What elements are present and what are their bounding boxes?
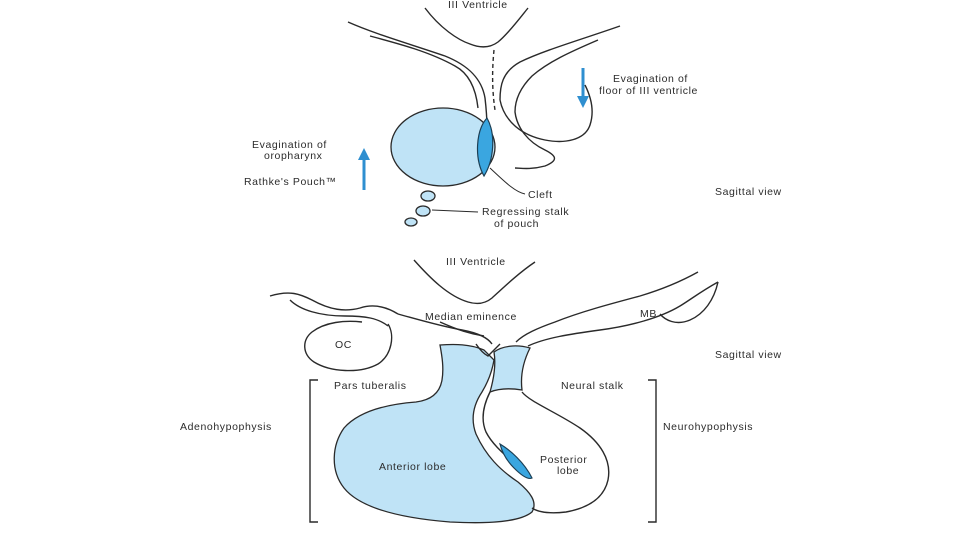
anterior-lobe [333, 343, 535, 524]
mammillary-body [659, 281, 719, 324]
bottom-ventricle-outline [413, 259, 536, 305]
rathkes-pouch-label: Rathke's Pouch™ [244, 176, 337, 188]
bottom-floor-right [515, 271, 699, 343]
top-ventricle-label: III Ventricle [448, 0, 508, 11]
top-ventricle-outline-left [424, 7, 529, 48]
posterior-lobe-label-1: Posterior [540, 454, 587, 466]
top-brain-floor-left-inner [369, 35, 479, 109]
posterior-cleft [499, 442, 533, 480]
evagination-oropharynx-label-2: oropharynx [264, 150, 323, 162]
bottom-sagittal-view-label: Sagittal view [715, 349, 782, 361]
pars-tuberalis-right [489, 345, 531, 394]
bottom-brain-outline-left [269, 292, 399, 315]
adenohypophysis-label: Adenohypophysis [180, 421, 272, 433]
mb-label: MB [640, 308, 657, 320]
posterior-lobe [521, 391, 610, 514]
anterior-lobe-label: Anterior lobe [379, 461, 446, 473]
posterior-lobe-label-2: lobe [557, 465, 579, 477]
adenohypophysis-bracket [309, 379, 318, 523]
median-eminence-notch [475, 343, 501, 357]
bottom-ventricle-label: III Ventricle [446, 256, 506, 268]
neural-stalk-label: Neural stalk [561, 380, 624, 392]
top-infundibulum-right [499, 84, 593, 143]
neurohypophysis-bracket [648, 379, 657, 523]
rathkes-pouch [390, 107, 496, 187]
cleft-leader [489, 167, 526, 195]
median-eminence-curve [439, 321, 485, 337]
pars-tuberalis-label: Pars tuberalis [334, 380, 407, 392]
top-stalk-midline [491, 49, 496, 111]
regressing-stalk-label-2: of pouch [494, 218, 539, 230]
evagination-oropharynx-label-1: Evagination of [252, 139, 327, 151]
bottom-floor-right-2 [527, 281, 719, 347]
cleft-label: Cleft [528, 189, 553, 201]
oc-label: OC [335, 339, 352, 351]
bottom-brain-outline-left-2 [289, 299, 389, 327]
regressing-stalk-label-1: Regressing stalk [482, 206, 569, 218]
neurohypophysis-label: Neurohypophysis [663, 421, 753, 433]
bottom-panel: III Ventricle Median eminence MB OC Sagi… [180, 256, 782, 524]
stalk-remnant-3 [404, 217, 418, 227]
down-arrow [577, 68, 589, 108]
stalk-remnant-1 [420, 190, 436, 202]
stalk-leader [431, 209, 479, 213]
evagination-floor-label-2: floor of III ventricle [599, 85, 698, 97]
up-arrow [358, 148, 370, 190]
stalk-remnant-2 [415, 205, 431, 217]
top-panel: III Ventricle Evagination of floor of II… [244, 0, 782, 230]
top-sagittal-view-label: Sagittal view [715, 186, 782, 198]
evagination-floor-label-1: Evagination of [613, 73, 688, 85]
cleft [476, 116, 494, 178]
top-brain-floor-right [499, 25, 621, 101]
optic-chiasm [304, 320, 393, 372]
median-eminence-label: Median eminence [425, 311, 517, 323]
